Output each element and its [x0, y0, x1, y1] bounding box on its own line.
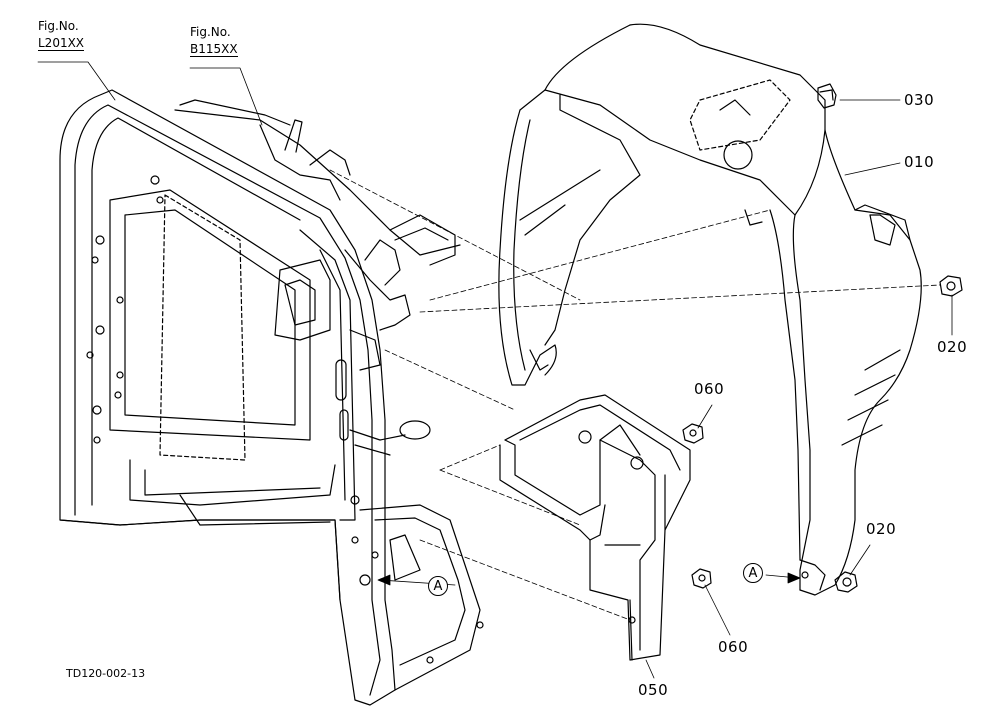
part-number-010[interactable]: 010 [904, 153, 935, 171]
part-number-020-upper[interactable]: 020 [937, 338, 968, 356]
bolt-060-upper [682, 423, 704, 444]
cabin-frame [59, 89, 484, 706]
fasteners [682, 83, 963, 593]
fig-ref-code-2[interactable]: B115XX [190, 42, 238, 57]
part-number-060-upper[interactable]: 060 [694, 380, 725, 398]
reference-marker-a-left: A [428, 576, 448, 596]
leader-lines [329, 169, 941, 621]
part-number-020-lower[interactable]: 020 [866, 520, 897, 538]
fig-ref-label-2: Fig.No. [190, 25, 231, 39]
bolt-020-upper [939, 275, 963, 297]
drawing-code: TD120-002-13 [66, 667, 146, 680]
reference-marker-a-right: A [743, 563, 763, 583]
bolt-020-lower [834, 571, 858, 593]
fig-ref-label-1: Fig.No. [38, 19, 79, 33]
bolt-060-lower [691, 568, 712, 589]
part-number-060-lower[interactable]: 060 [718, 638, 749, 656]
center-cover [499, 394, 691, 661]
bolt-030 [817, 83, 837, 109]
hood-cover [498, 23, 922, 596]
part-number-050[interactable]: 050 [638, 681, 669, 699]
part-number-030[interactable]: 030 [904, 91, 935, 109]
reference-lines [37, 61, 953, 679]
fig-ref-code-1[interactable]: L201XX [38, 36, 85, 51]
